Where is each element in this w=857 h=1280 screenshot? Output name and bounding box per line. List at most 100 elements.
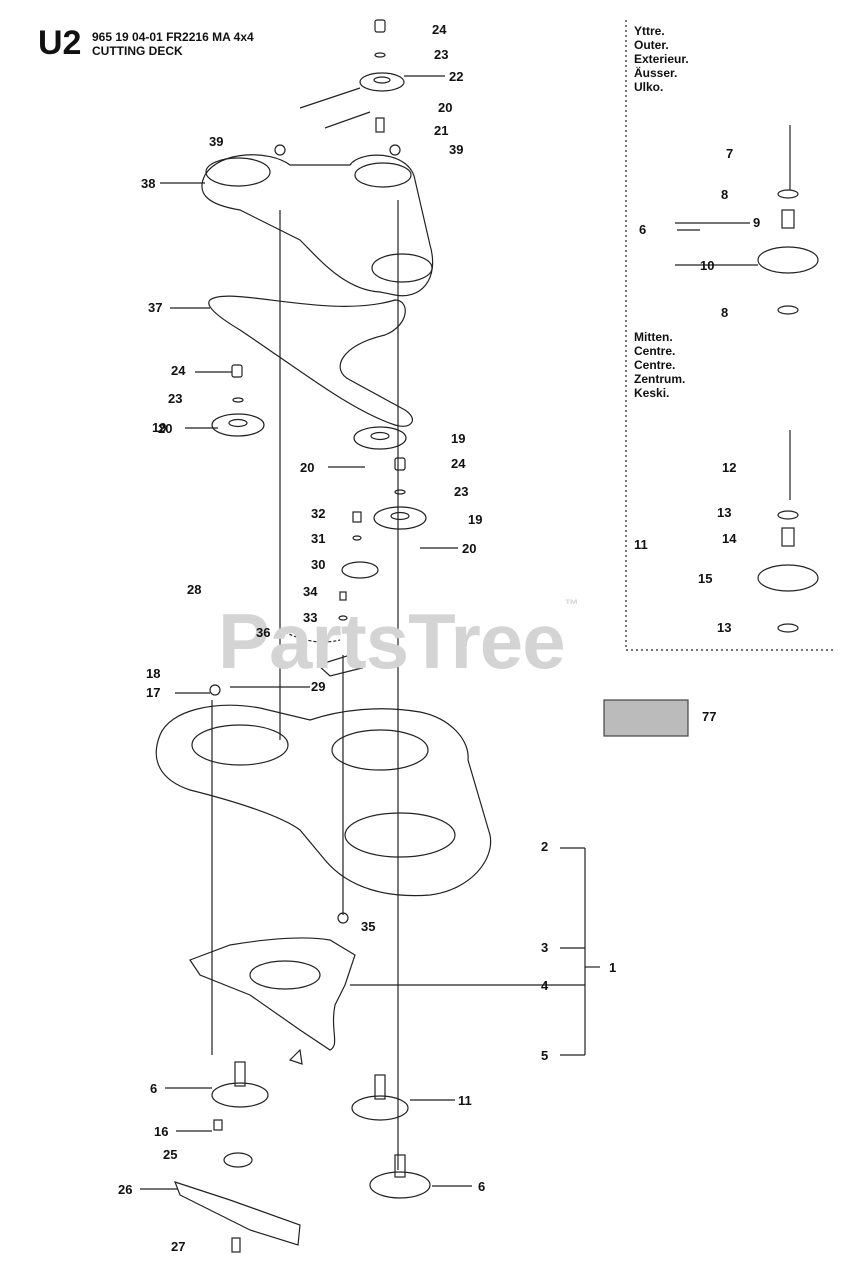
section-title: CUTTING DECK	[92, 44, 183, 58]
center-label: Centre.	[634, 344, 676, 358]
callout-35: 35	[361, 919, 376, 934]
center-label: Mitten.	[634, 330, 673, 344]
callout-26: 26	[118, 1182, 133, 1197]
callout-24: 24	[171, 363, 186, 378]
guard-opening	[249, 960, 321, 990]
housing-10	[757, 246, 819, 274]
center-label: Centre.	[634, 358, 676, 372]
pulley-19-lower-hub	[390, 511, 410, 521]
center-label: Keski.	[634, 386, 670, 400]
watermark-tm: ™	[564, 596, 579, 612]
callout-30: 30	[311, 557, 326, 572]
callout-23: 23	[454, 484, 469, 499]
callout-20: 20	[158, 421, 173, 436]
pulley-22-hub	[373, 76, 391, 84]
cover-boss-right	[371, 253, 433, 283]
callout-36: 36	[256, 625, 271, 640]
nut-24-top	[374, 19, 386, 33]
callout-20: 20	[438, 100, 453, 115]
callout-20: 20	[462, 541, 477, 556]
callout-37: 37	[148, 300, 163, 315]
deck-opening-right	[344, 812, 456, 858]
callout-7: 7	[726, 146, 734, 161]
key-22a	[299, 87, 361, 109]
belt-cover-38	[201, 154, 434, 297]
model-line: 965 19 04-01 FR2216 MA 4x4	[92, 30, 254, 44]
callout-32: 32	[311, 506, 326, 521]
center-spindle-labels: Mitten. Centre. Centre. Zentrum. Keski.	[634, 330, 685, 400]
screw-39b	[389, 144, 401, 156]
decal-77	[603, 699, 689, 737]
section-code: U2	[38, 24, 82, 62]
washer-33	[338, 615, 348, 621]
callout-25: 25	[163, 1147, 178, 1162]
callout-8: 8	[721, 187, 729, 202]
callout-8: 8	[721, 305, 729, 320]
callout-39: 39	[449, 142, 464, 157]
callout-9: 9	[753, 215, 761, 230]
callout-6: 6	[150, 1081, 158, 1096]
callout-13: 13	[717, 505, 732, 520]
callout-5: 5	[541, 1048, 549, 1063]
bolt-32	[352, 511, 362, 523]
callout-15: 15	[698, 571, 713, 586]
bolt-17-18	[209, 684, 221, 696]
callout-19: 19	[468, 512, 483, 527]
screw-39a	[274, 144, 286, 156]
watermark-text: PartsTree	[218, 597, 566, 685]
belt-37	[208, 295, 413, 427]
callout-19: 19	[152, 420, 167, 435]
idler-arm-29	[316, 654, 364, 677]
callout-27: 27	[171, 1239, 186, 1254]
spindle-6-left-shaft	[234, 1061, 246, 1087]
bushing-21	[375, 117, 385, 133]
washer-23-top	[374, 52, 386, 58]
pulley-19-left	[211, 413, 265, 437]
pulley-19-center	[353, 426, 407, 450]
blade-guard-2-5	[189, 937, 356, 1051]
callout-6: 6	[478, 1179, 486, 1194]
washer-23-center	[394, 489, 406, 495]
callout-24: 24	[432, 22, 447, 37]
callout-12: 12	[722, 460, 737, 475]
outer-label: Yttre.	[634, 24, 665, 38]
bearing-8b	[777, 305, 799, 315]
outer-label: Exterieur.	[634, 52, 689, 66]
washer-31	[352, 535, 362, 541]
bolt-16	[213, 1119, 223, 1131]
spacer-14	[781, 527, 795, 547]
pulley-19-left-hub	[228, 418, 248, 428]
callout-2: 2	[541, 839, 549, 854]
callout-13: 13	[717, 620, 732, 635]
adapter-25	[223, 1152, 253, 1168]
outer-label: Äusser.	[634, 66, 678, 80]
callout-23: 23	[168, 391, 183, 406]
blade-26	[173, 1181, 301, 1246]
cover-boss-left	[205, 157, 271, 187]
bolt-27	[231, 1237, 241, 1253]
callout-17: 17	[146, 685, 161, 700]
center-label: Zentrum.	[634, 372, 686, 386]
callout-28: 28	[187, 582, 202, 597]
idler-30	[341, 561, 379, 579]
deck-opening-center	[331, 729, 429, 771]
callout-14: 14	[722, 531, 737, 546]
spring-36	[284, 631, 341, 643]
callout-22: 22	[449, 69, 464, 84]
spindle-6-left	[211, 1082, 269, 1108]
spindle-11	[351, 1095, 409, 1121]
callout-29: 29	[311, 679, 326, 694]
callout-6: 6	[639, 222, 647, 237]
callout-34: 34	[303, 584, 318, 599]
callout-20: 20	[300, 460, 315, 475]
callout-11: 11	[458, 1093, 472, 1108]
callout-11: 11	[634, 537, 648, 552]
cutting-deck-28	[155, 704, 492, 897]
housing-15	[757, 564, 819, 592]
cover-boss-center	[354, 162, 412, 188]
bearing-8a	[777, 189, 799, 199]
outer-spindle-labels: Yttre. Outer. Exterieur. Äusser. Ulko.	[634, 24, 689, 94]
washer-23-left	[232, 397, 244, 403]
